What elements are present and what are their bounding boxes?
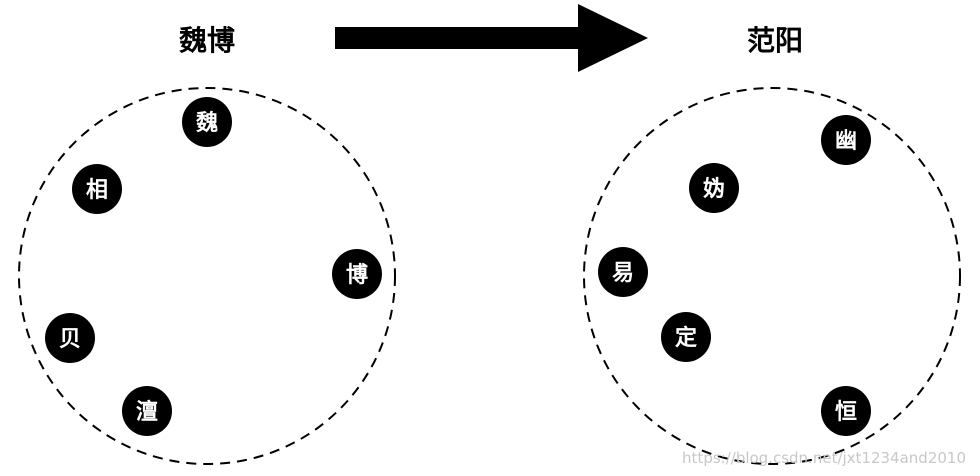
left-node-label: 魏 [195,110,218,136]
right-group-title: 范阳 [747,24,803,57]
watermark-text: https://blog.csdn.net/jxt1234and2010 [682,449,966,467]
left-group-title: 魏博 [179,24,235,57]
transition-arrow-icon [335,4,648,72]
left-node-label: 贝 [59,327,81,352]
left-node-label: 相 [86,178,108,203]
left-node-chan: 澶 [122,386,172,436]
right-node-ding: 定 [661,312,711,362]
right-node-label: 恒 [835,399,857,425]
right-group-boundary [583,87,961,465]
right-node-label: 妫 [703,177,725,202]
left-node-wei: 魏 [182,97,232,147]
right-node-heng: 恒 [821,386,871,436]
right-node-label: 易 [612,261,634,286]
left-node-xiang: 相 [72,164,122,214]
right-node-gui: 妫 [689,163,739,213]
left-node-label: 澶 [136,399,158,425]
left-group-boundary [18,87,396,465]
right-node-label: 幽 [835,129,857,154]
left-node-bei: 贝 [45,313,95,363]
left-node-label: 博 [346,262,368,288]
right-node-you: 幽 [821,115,871,165]
left-node-bo: 博 [332,249,382,299]
right-node-label: 定 [675,325,697,351]
right-node-yi: 易 [598,247,648,297]
